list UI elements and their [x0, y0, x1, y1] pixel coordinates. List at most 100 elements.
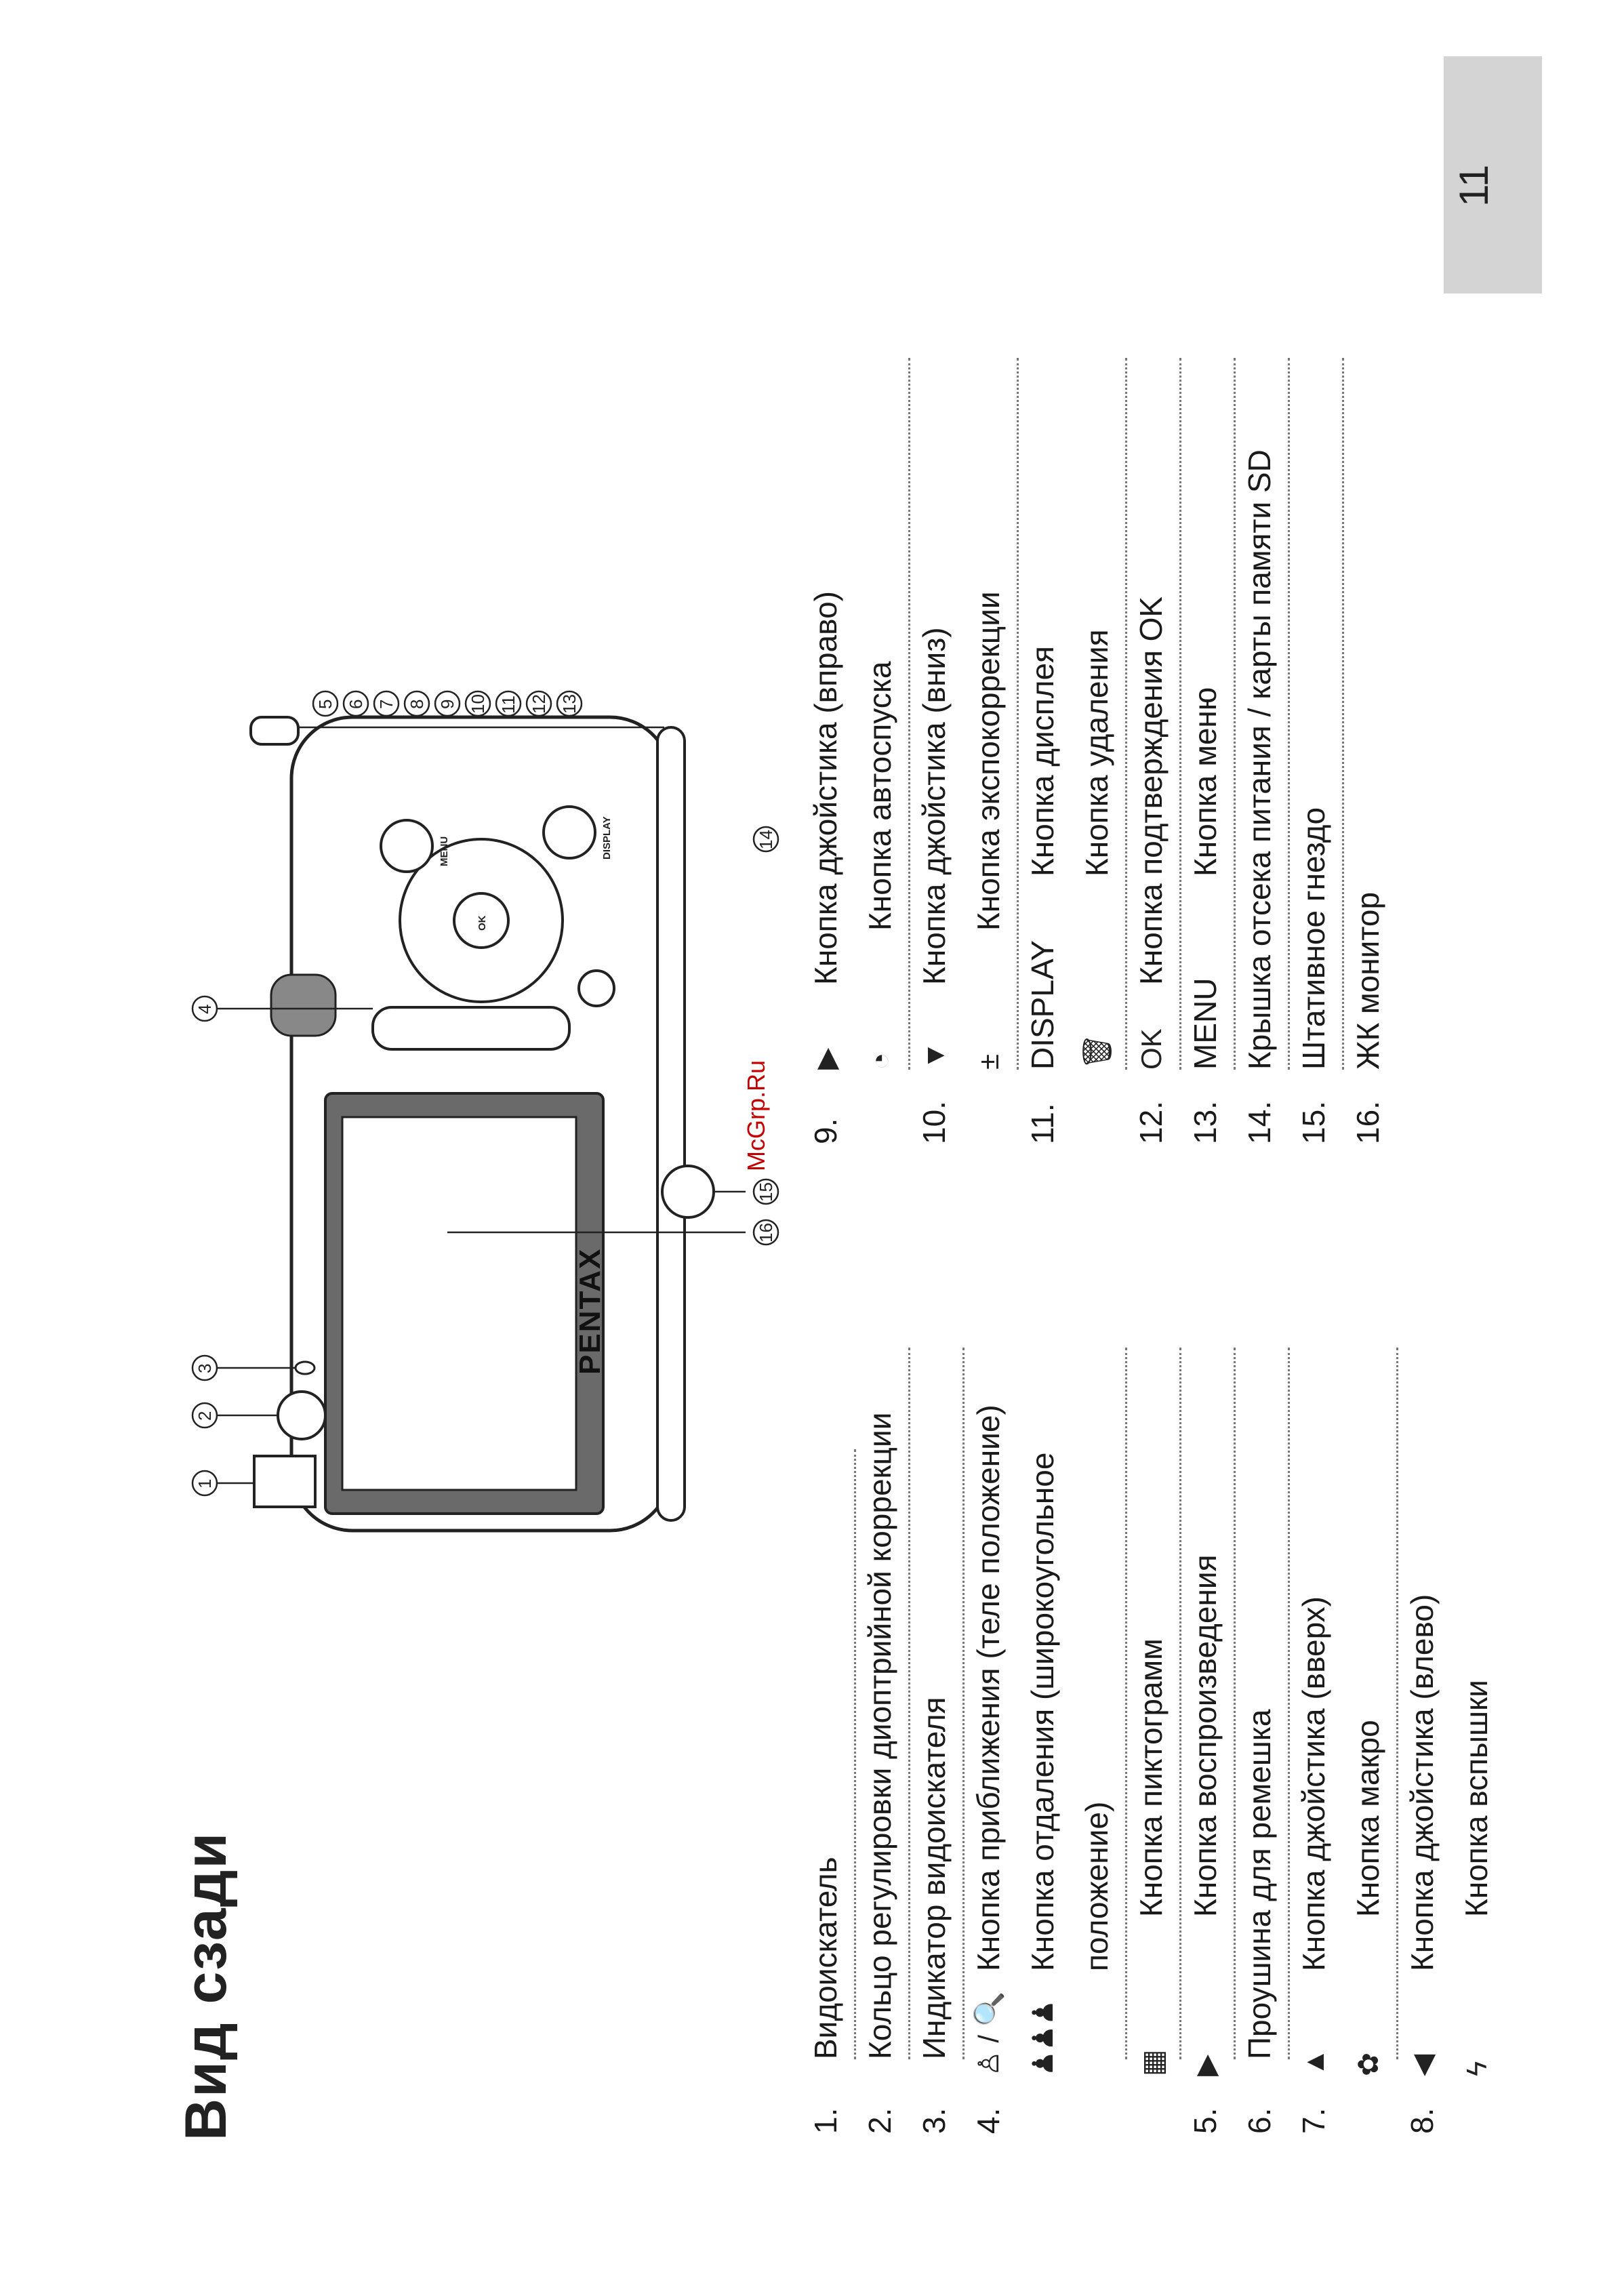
viewfinder-indicator	[294, 1360, 316, 1375]
dotted-divider	[1017, 358, 1019, 1070]
item-num: 8.	[1404, 2107, 1440, 2134]
item-num: 6.	[1242, 2107, 1277, 2134]
item-text: Кнопка меню	[1187, 687, 1223, 876]
callout-10: 10	[468, 694, 488, 714]
dotted-divider	[1342, 358, 1344, 1070]
mode-dial	[270, 973, 337, 1037]
item-text: Кнопка приближения (теле положение)	[971, 1405, 1006, 1971]
joystick-up-icon: ▲	[1298, 2048, 1330, 2076]
callout-11: 11	[498, 695, 519, 714]
callout-14: 14	[756, 830, 776, 849]
menu-label: MENU	[439, 836, 450, 866]
item-num: 1.	[808, 2107, 843, 2134]
callout-16: 16	[756, 1223, 776, 1242]
callout-13: 13	[559, 694, 580, 714]
macro-icon: ✿	[1352, 2052, 1384, 2076]
item-num: 4.	[971, 2107, 1006, 2134]
item-text: ЖК монитор	[1350, 891, 1385, 1070]
item-num: 7.	[1296, 2107, 1331, 2134]
play-button-drawing	[577, 969, 615, 1007]
dotted-divider	[962, 1348, 965, 2059]
item-text: Штативное гнездо	[1296, 807, 1331, 1070]
callout-7: 7	[376, 700, 397, 709]
dotted-divider	[1179, 1348, 1181, 2059]
menu-button-drawing	[380, 819, 434, 873]
page-title: Вид сзади	[174, 1831, 239, 2141]
flash-icon: ϟ	[1461, 2061, 1493, 2076]
item-num: 11.	[1025, 1103, 1060, 1144]
item-text: Кнопка джойстика (вниз)	[916, 627, 952, 985]
callout-6: 6	[346, 700, 366, 709]
callout-2: 2	[195, 1411, 215, 1421]
playback-icon: ▶	[1190, 2054, 1221, 2076]
item-text: Кнопка пиктограмм	[1133, 1638, 1169, 1917]
page-number-box: 11	[1444, 56, 1542, 294]
item-num: 10.	[916, 1101, 952, 1144]
item-text: Кнопка автоспуска	[862, 661, 897, 931]
item-text: Индикатор видоискателя	[916, 1697, 952, 2059]
callout-4: 4	[195, 1005, 215, 1014]
joystick-right-icon: ▶	[810, 1047, 842, 1070]
callout-8: 8	[407, 700, 427, 709]
diopter-ring	[277, 1390, 327, 1440]
dotted-divider	[1234, 358, 1236, 1070]
item-text: Кнопка джойстика (вправо)	[808, 591, 843, 985]
item-num: 14.	[1242, 1101, 1277, 1144]
item-num: 13.	[1187, 1101, 1223, 1144]
item-num: 16.	[1350, 1101, 1385, 1144]
dotted-divider	[1125, 1348, 1127, 2059]
dotted-divider	[1125, 358, 1127, 1070]
item-text: Кнопка воспроизведения	[1187, 1554, 1223, 1917]
self-timer-icon: ◔	[864, 1052, 896, 1070]
joystick-left-icon: ◀	[1406, 2054, 1438, 2076]
dotted-divider	[908, 1348, 910, 2059]
dotted-divider	[1396, 1348, 1398, 2059]
callout-12: 12	[529, 694, 549, 714]
dotted-divider	[908, 358, 910, 1070]
callout-5: 5	[315, 700, 336, 709]
item-num: 12.	[1133, 1101, 1169, 1144]
zoom-wide-icon: ♟♟♟	[1027, 2000, 1059, 2076]
item-num: 2.	[862, 2107, 897, 2134]
callout-3: 3	[195, 1364, 215, 1373]
item-text: Кнопка отдаления (широкоугольное	[1025, 1452, 1060, 1971]
brand-logo: PENTAX	[573, 1248, 607, 1375]
item-text: Кнопка удаления	[1079, 629, 1114, 876]
item-text: Кнопка подтверждения OK	[1133, 596, 1169, 985]
dotted-divider	[1288, 1348, 1290, 2059]
item-text: Кнопка макро	[1350, 1720, 1385, 1917]
dotted-divider	[1234, 1348, 1236, 2059]
item-text: Кнопка вспышки	[1459, 1680, 1494, 1917]
item-text: Кнопка джойстика (вверх)	[1296, 1596, 1331, 1971]
zoom-tele-icon: ♙ / 🔍	[973, 1992, 1004, 2076]
item-text: Крышка отсека питания / карты памяти SD	[1242, 449, 1277, 1070]
item-text: Кольцо регулировки диоптрийной коррекции	[862, 1412, 897, 2059]
item-text: Кнопка джойстика (влево)	[1404, 1594, 1440, 1971]
trash-icon: 🗑	[1081, 1033, 1113, 1070]
joystick-down-icon: ▼	[918, 1041, 950, 1070]
tripod-socket	[661, 1165, 715, 1219]
menu-label-text: MENU	[1187, 977, 1223, 1070]
viewfinder	[253, 1455, 317, 1508]
item-text: Проушина для ремешка	[1242, 1709, 1277, 2059]
callout-1: 1	[195, 1479, 215, 1489]
ok-icon: OK	[1135, 1028, 1167, 1070]
callout-9: 9	[437, 700, 458, 709]
zoom-lever	[371, 1006, 571, 1051]
item-num: 3.	[916, 2107, 952, 2134]
display-label-text: DISPLAY	[1025, 940, 1060, 1070]
camera-back-illustration: PENTAX OK MENU DISPLAY	[191, 690, 779, 1533]
item-num: 5.	[1187, 2107, 1223, 2134]
item-text: положение)	[1079, 1801, 1114, 1971]
dotted-divider	[1179, 358, 1181, 1070]
display-button-drawing	[542, 805, 596, 860]
dotted-divider	[854, 1449, 856, 2059]
strap-lug	[249, 716, 300, 746]
lcd-screen	[341, 1116, 577, 1491]
item-num: 9.	[808, 1118, 843, 1144]
item-text: Кнопка экспокоррекции	[971, 591, 1006, 931]
item-text: Видоискатель	[808, 1857, 843, 2059]
callout-15: 15	[756, 1182, 776, 1202]
dotted-divider	[1288, 358, 1290, 1070]
